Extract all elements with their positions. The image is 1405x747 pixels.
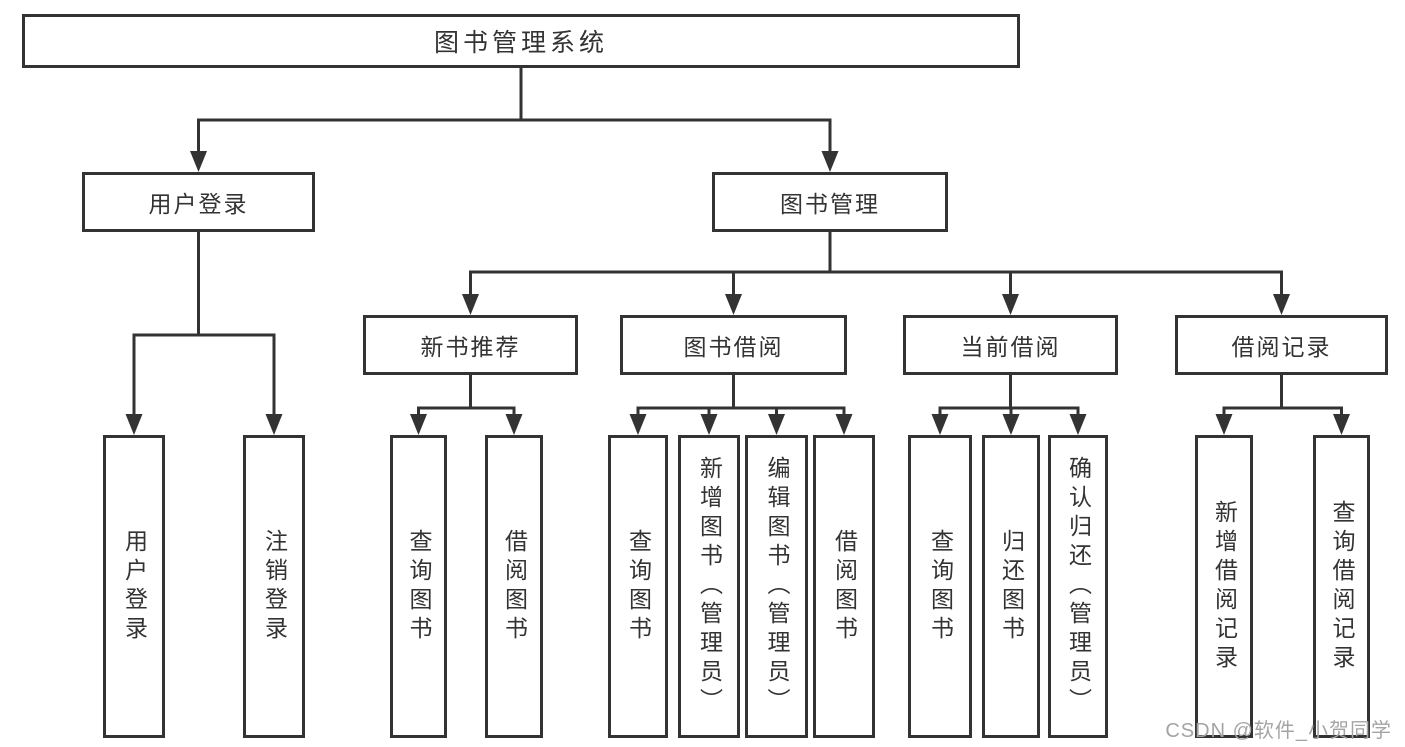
csdn-watermark: CSDN @软件_小贺同学 xyxy=(1165,720,1392,742)
leaf-logout: 注销登录 xyxy=(243,435,305,738)
node-borrow-records: 借阅记录 xyxy=(1175,315,1388,375)
node-user-login: 用户登录 xyxy=(82,172,315,232)
leaf-user-login: 用户登录 xyxy=(103,435,165,738)
node-root: 图书管理系统 xyxy=(22,14,1020,68)
connector-new-book-recommend-branch xyxy=(417,375,516,416)
leaf-query-books-recommend: 查询图书 xyxy=(390,435,447,738)
node-book-management: 图书管理 xyxy=(712,172,948,232)
node-current-borrow: 当前借阅 xyxy=(903,315,1118,375)
connector-book-borrow-branch xyxy=(636,375,846,416)
connector-current-borrow-branch xyxy=(938,375,1080,416)
connector-user-login-branch xyxy=(132,232,276,416)
leaf-add-borrow-record: 新增借阅记录 xyxy=(1195,435,1253,738)
node-book-borrow: 图书借阅 xyxy=(620,315,847,375)
leaf-return-books: 归还图书 xyxy=(982,435,1040,738)
node-new-book-recommend: 新书推荐 xyxy=(363,315,578,375)
connector-book-management-branch xyxy=(469,232,1283,296)
leaf-edit-books-admin: 编辑图书（管理员） xyxy=(745,435,808,738)
leaf-add-books-admin: 新增图书（管理员） xyxy=(678,435,740,738)
leaf-borrow-books-recommend: 借阅图书 xyxy=(485,435,543,738)
leaf-borrow-books-2: 借阅图书 xyxy=(813,435,875,738)
leaf-query-books-current: 查询图书 xyxy=(908,435,972,738)
arrowheads xyxy=(125,151,1350,435)
leaf-query-borrow-record: 查询借阅记录 xyxy=(1313,435,1370,738)
leaf-confirm-return-admin: 确认归还（管理员） xyxy=(1048,435,1108,738)
connector-borrow-records-branch xyxy=(1222,375,1343,416)
connector-root-to-level2 xyxy=(197,68,832,153)
leaf-query-books-borrow: 查询图书 xyxy=(608,435,668,738)
